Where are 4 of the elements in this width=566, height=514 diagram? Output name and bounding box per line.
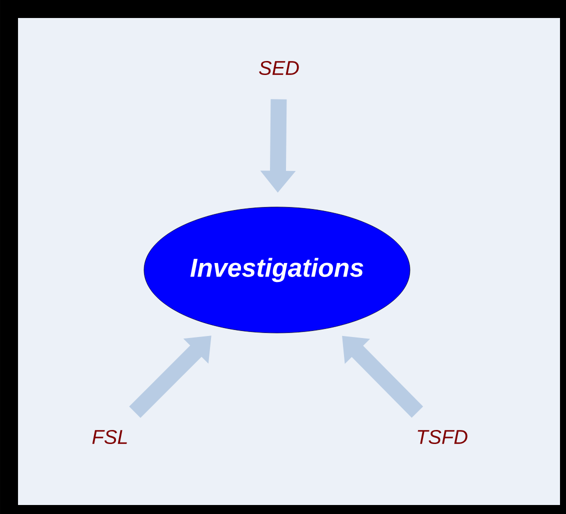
source-label: SED bbox=[259, 60, 299, 76]
ellipse-node: Investigations bbox=[144, 206, 410, 334]
source-label: TSFD bbox=[418, 430, 468, 444]
source-label: FSL bbox=[92, 430, 127, 444]
